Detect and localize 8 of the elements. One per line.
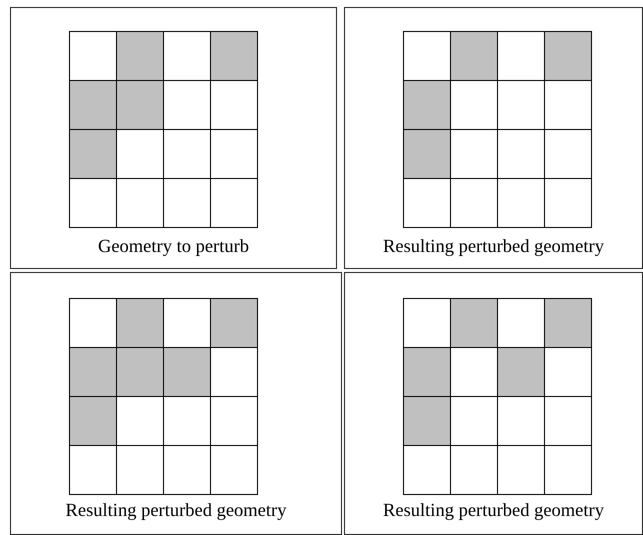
- panel-label: Geometry to perturb: [96, 237, 250, 258]
- figure-panel: [10, 7, 337, 269]
- figure-panel: [10, 272, 342, 535]
- panel-label: Resulting perturbed geometry: [64, 501, 288, 522]
- panel-label: Resulting perturbed geometry: [382, 237, 605, 258]
- figure-panel: [344, 7, 643, 269]
- panel-label: Resulting perturbed geometry: [382, 501, 605, 522]
- figure-panel: [344, 272, 643, 535]
